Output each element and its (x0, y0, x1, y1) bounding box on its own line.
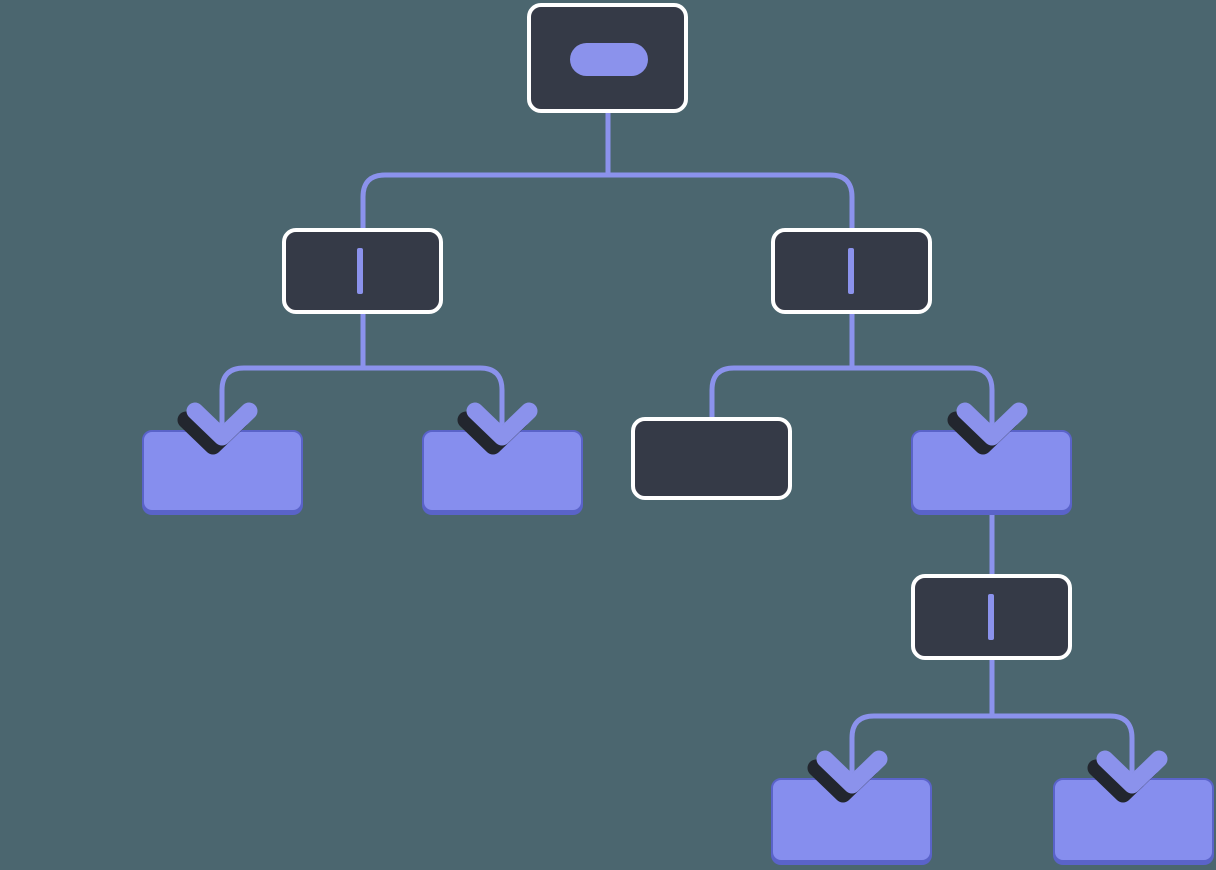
node-bar-marker (848, 248, 854, 294)
node-bar-marker (988, 594, 994, 640)
tree-node-n5[interactable] (631, 417, 792, 500)
tree-node-n8[interactable] (771, 778, 932, 862)
tree-node-n4[interactable] (422, 430, 583, 512)
tree-node-n9[interactable] (1053, 778, 1214, 862)
tree-node-n0[interactable] (527, 3, 688, 113)
node-pill-marker (570, 43, 648, 76)
tree-node-n2[interactable] (771, 228, 932, 314)
tree-node-n3[interactable] (142, 430, 303, 512)
tree-node-n6[interactable] (911, 430, 1072, 512)
node-bar-marker (357, 248, 363, 294)
